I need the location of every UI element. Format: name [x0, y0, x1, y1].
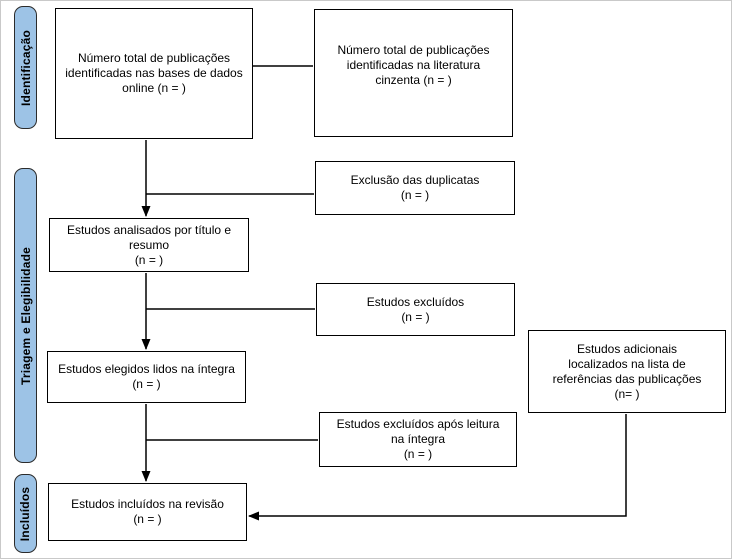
- stage-identificacao: Identificação: [14, 6, 37, 129]
- box-title-abstract-screened: Estudos analisados por título e resumo (…: [49, 218, 249, 272]
- stage-triagem-elegibilidade-label: Triagem e Elegibilidade: [18, 246, 33, 385]
- stage-identificacao-label: Identificação: [18, 29, 33, 106]
- box-studies-excluded-text: Estudos excluídos (n = ): [366, 294, 465, 324]
- box-included-in-review: Estudos incluídos na revisão (n = ): [48, 483, 247, 541]
- box-full-text-eligible-text: Estudos elegidos lidos na íntegra (n = ): [58, 362, 235, 391]
- stage-triagem-elegibilidade: Triagem e Elegibilidade: [14, 168, 37, 463]
- box-total-grey-literature-text: Número total de publicações identificada…: [337, 42, 490, 87]
- box-additional-references-text: Estudos adicionais localizados na lista …: [552, 341, 702, 401]
- box-total-grey-literature: Número total de publicações identificada…: [314, 9, 513, 137]
- box-studies-excluded: Estudos excluídos (n = ): [316, 283, 515, 336]
- box-included-in-review-text: Estudos incluídos na revisão (n = ): [71, 497, 224, 526]
- box-full-text-eligible: Estudos elegidos lidos na íntegra (n = ): [47, 351, 246, 403]
- box-total-databases-text: Número total de publicações identificada…: [65, 51, 243, 95]
- box-title-abstract-screened-text: Estudos analisados por título e resumo (…: [66, 222, 232, 267]
- stage-incluidos-label: Incluídos: [18, 486, 33, 541]
- stage-incluidos: Incluídos: [14, 474, 37, 553]
- box-excluded-after-full-text: Estudos excluídos após leitura na íntegr…: [319, 412, 517, 467]
- box-additional-references: Estudos adicionais localizados na lista …: [528, 330, 726, 413]
- box-duplicates-excluded-text: Exclusão das duplicatas (n = ): [350, 173, 480, 202]
- box-duplicates-excluded: Exclusão das duplicatas (n = ): [315, 161, 515, 215]
- box-excluded-after-full-text-text: Estudos excluídos após leitura na íntegr…: [336, 417, 500, 461]
- box-total-databases: Número total de publicações identificada…: [55, 8, 253, 139]
